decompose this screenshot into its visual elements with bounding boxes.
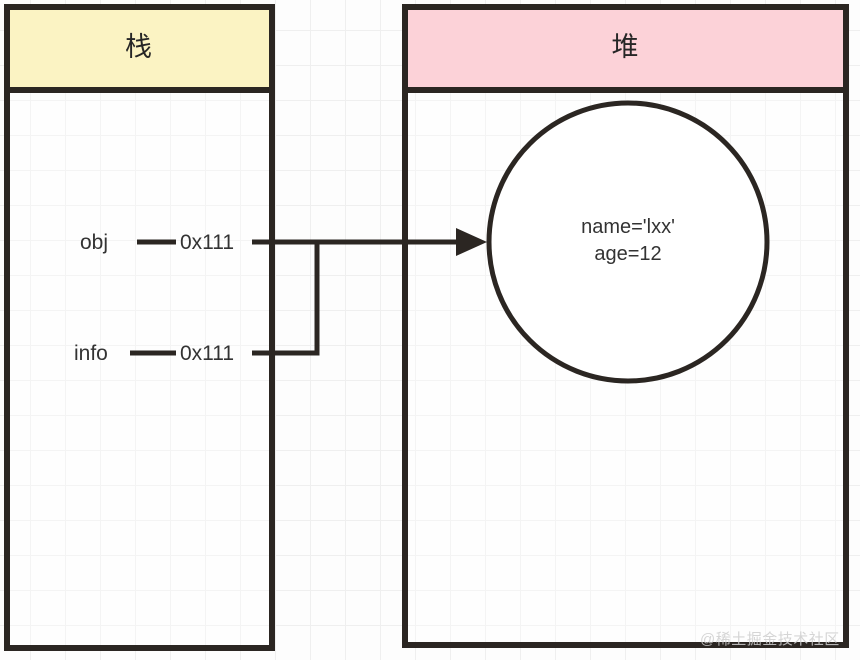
heap-header-title: 堆	[611, 32, 640, 62]
stack-entry-address-obj: 0x111	[180, 231, 235, 254]
info-connector	[130, 242, 320, 356]
stack-entry-name-obj: obj	[80, 231, 109, 254]
info-pointer-elbow	[252, 242, 320, 356]
stack-box	[4, 4, 275, 651]
stack-header-title: 栈	[125, 32, 153, 62]
stack-header-fill	[10, 10, 269, 89]
stack-box-outline	[4, 4, 275, 651]
heap-object-properties: name='lxx' age=12	[508, 214, 748, 268]
obj-connector	[137, 228, 487, 256]
obj-pointer-arrowhead	[456, 228, 487, 256]
stack-entry-name-info: info	[74, 342, 108, 365]
watermark: @稀土掘金技术社区	[700, 631, 840, 648]
stack-entry-address-info: 0x111	[180, 342, 235, 365]
heap-object-property-age: age=12	[594, 243, 662, 265]
heap-header-fill	[408, 10, 843, 89]
heap-object-circle	[486, 100, 770, 384]
heap-object-property-name: name='lxx'	[581, 216, 675, 238]
